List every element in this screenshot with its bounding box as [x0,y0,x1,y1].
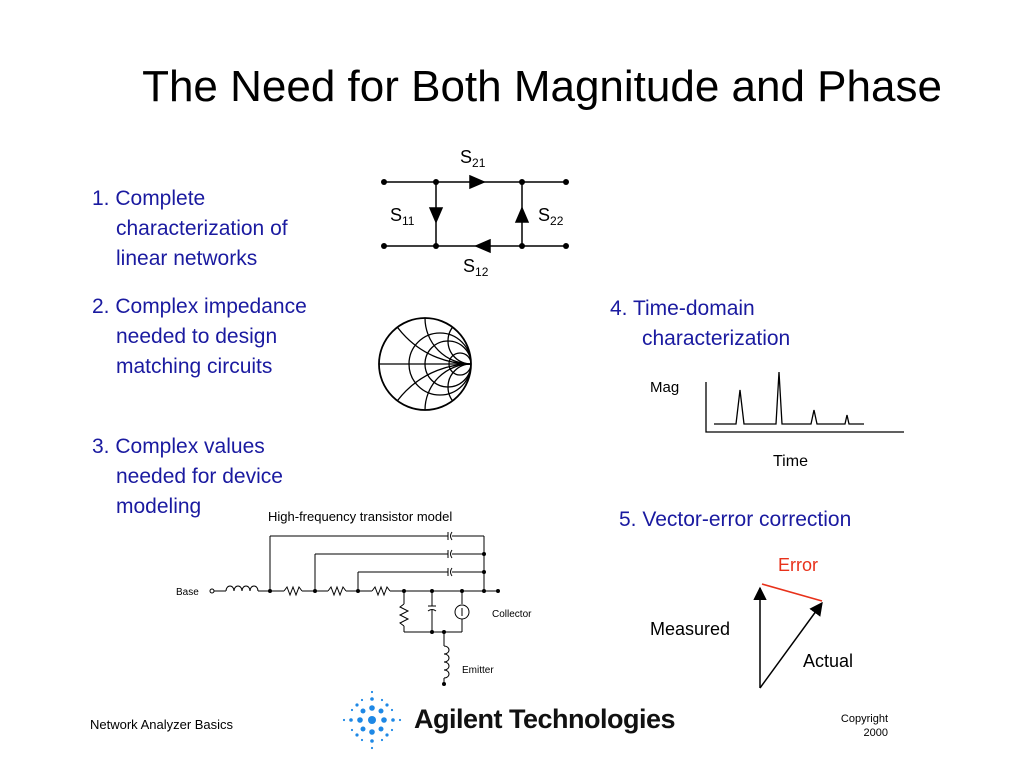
time-domain-plot [705,371,904,433]
item-3-line1: 3. Complex values [92,435,265,458]
emitter-label: Emitter [462,665,494,676]
item-1: 1. Complete characterization of linear n… [92,184,288,274]
s12-label: S12 [463,256,489,279]
vector-error-diagram [753,583,823,689]
item-4: 4. Time-domain characterization [610,294,790,354]
actual-label: Actual [803,651,853,671]
copyright-line1: Copyright [840,713,888,725]
item-4-line1: 4. Time-domain [610,297,755,320]
smith-chart [378,317,472,411]
time-plot-xlabel: Time [773,453,808,470]
slide-title: The Need for Both Magnitude and Phase [142,62,942,111]
item-3: 3. Complex values needed for device mode… [92,432,283,522]
s22-label: S22 [538,205,564,228]
copyright: Copyright 2000 [800,712,888,740]
s21-label: S21 [460,147,486,170]
flow-graph-nodes [381,179,569,249]
item-2: 2. Complex impedance needed to design ma… [92,292,307,382]
copyright-line2: 2000 [863,727,888,739]
error-label: Error [778,555,818,575]
base-label: Base [176,587,199,598]
brand-name: Agilent Technologies [414,704,676,734]
time-plot-ylabel: Mag [650,379,679,396]
item-1-line3: linear networks [116,247,258,270]
measured-label: Measured [650,619,730,639]
item-1-line2: characterization of [116,217,288,240]
item-5-line1: 5. Vector-error correction [619,508,852,531]
item-2-line3: matching circuits [116,355,273,378]
item-4-line2: characterization [642,327,791,350]
item-2-line2: needed to design [116,325,278,348]
s-parameter-flow-graph [384,174,566,254]
item-1-line1: 1. Complete [92,187,206,210]
agilent-spark-icon [342,690,402,750]
schematic-nodes [268,552,500,686]
transistor-title: High-frequency transistor model [268,509,452,524]
s11-label: S11 [390,205,415,228]
item-2-line1: 2. Complex impedance [92,295,307,318]
transistor-schematic [209,531,498,684]
item-3-line3: modeling [116,495,202,518]
item-5: 5. Vector-error correction [619,505,851,535]
collector-label: Collector [492,609,532,620]
footer-left: Network Analyzer Basics [90,717,234,732]
item-3-line2: needed for device [116,465,283,488]
